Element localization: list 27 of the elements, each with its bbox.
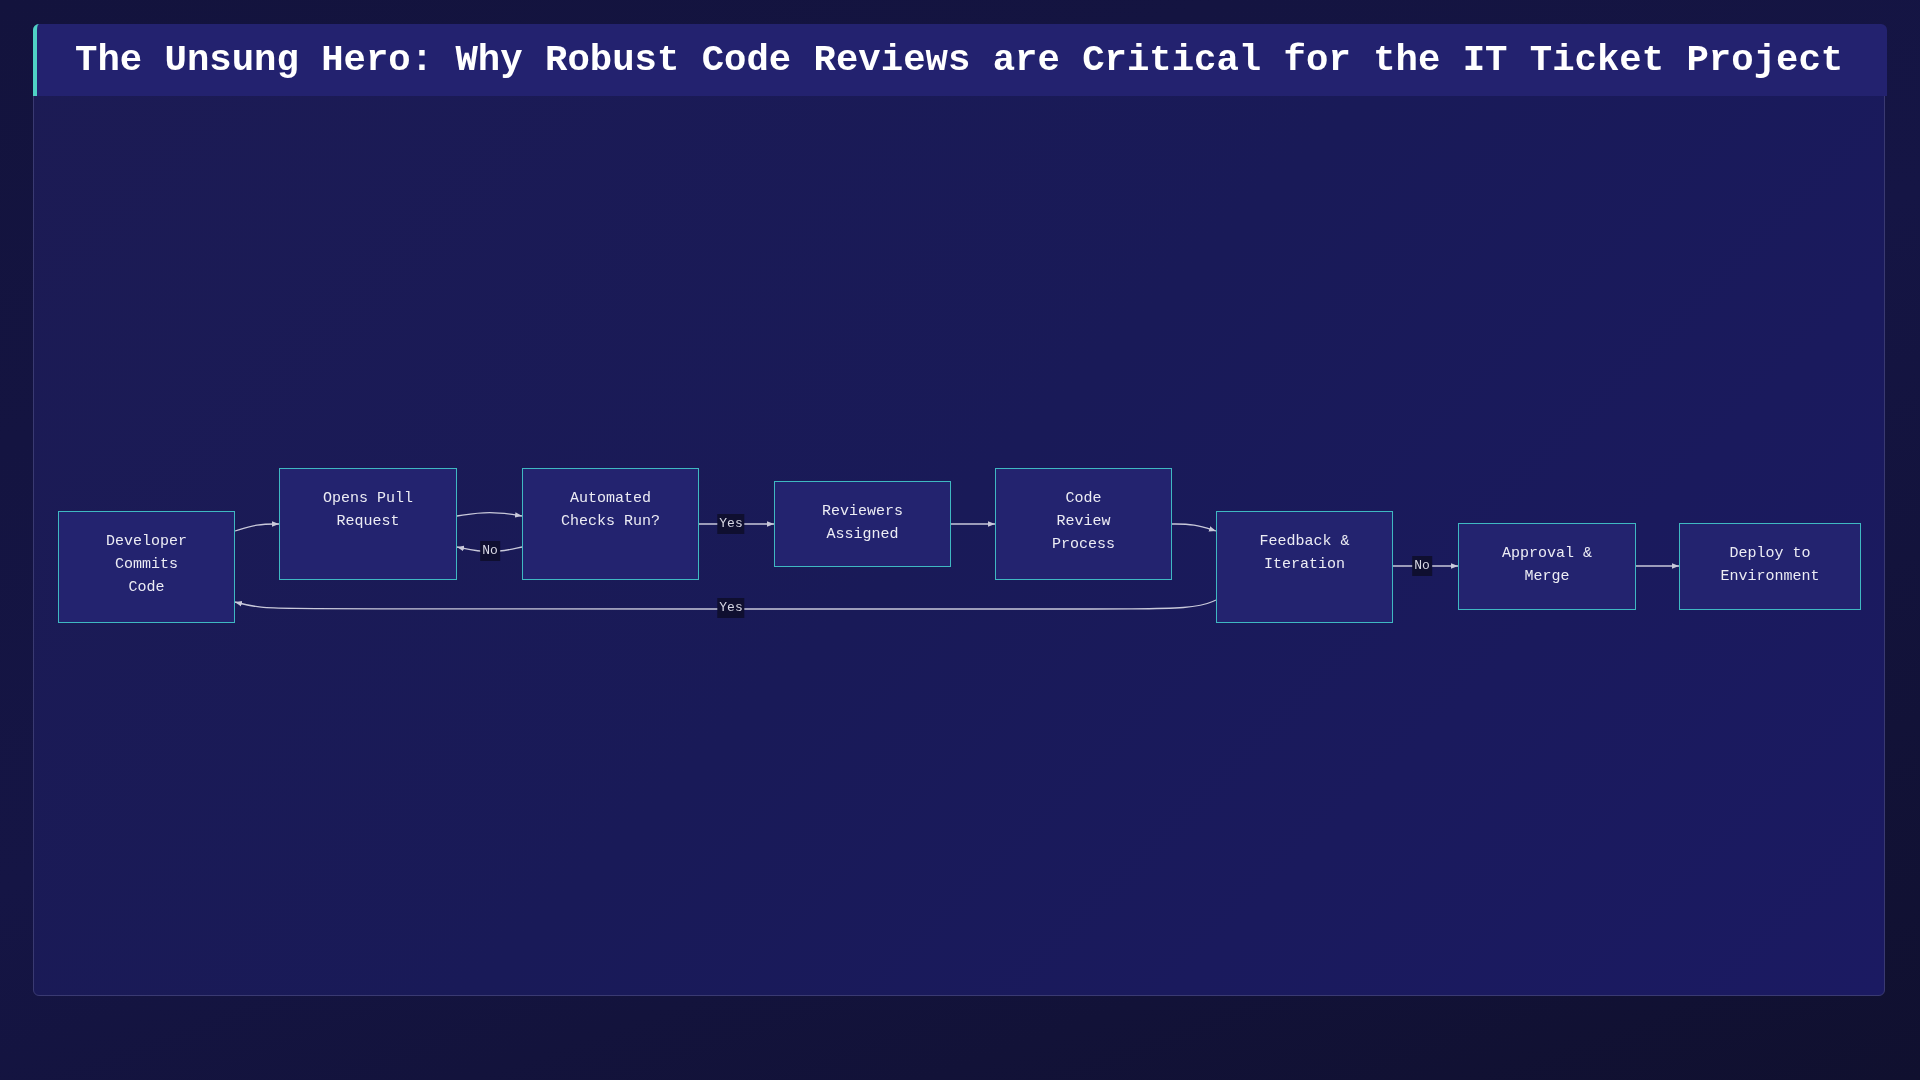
arrow — [234, 521, 280, 532]
edge-label: Yes — [717, 514, 745, 534]
node-label: Reviewers Assigned — [821, 502, 904, 545]
node-label: Code Review Process — [1051, 489, 1116, 555]
node-label: Approval & Merge — [1501, 544, 1593, 587]
arrow — [1171, 523, 1217, 532]
edge-label: No — [480, 541, 500, 561]
process-box — [279, 468, 457, 580]
edge-label: No — [1412, 556, 1432, 576]
process-box — [995, 468, 1172, 580]
node-label: Developer Commits Code — [105, 532, 188, 598]
process-box — [1458, 523, 1636, 610]
process-box — [522, 468, 699, 580]
node-label: Opens Pull Request — [322, 489, 414, 532]
diagram-title: The Unsung Hero: Why Robust Code Reviews are Critical for the IT Ticket Project — [75, 37, 1844, 83]
process-box — [1679, 523, 1861, 610]
node-label: Feedback & Iteration — [1258, 532, 1351, 575]
process-box — [1216, 511, 1393, 623]
arrow — [1635, 563, 1680, 569]
process-box — [58, 511, 235, 623]
arrow — [234, 599, 1217, 610]
node-label: Deploy to Environment — [1719, 544, 1821, 587]
arrow — [456, 512, 523, 518]
process-box — [774, 481, 951, 567]
arrow — [950, 521, 996, 527]
node-label: Automated Checks Run? — [560, 489, 661, 532]
edge-label: Yes — [717, 598, 745, 618]
